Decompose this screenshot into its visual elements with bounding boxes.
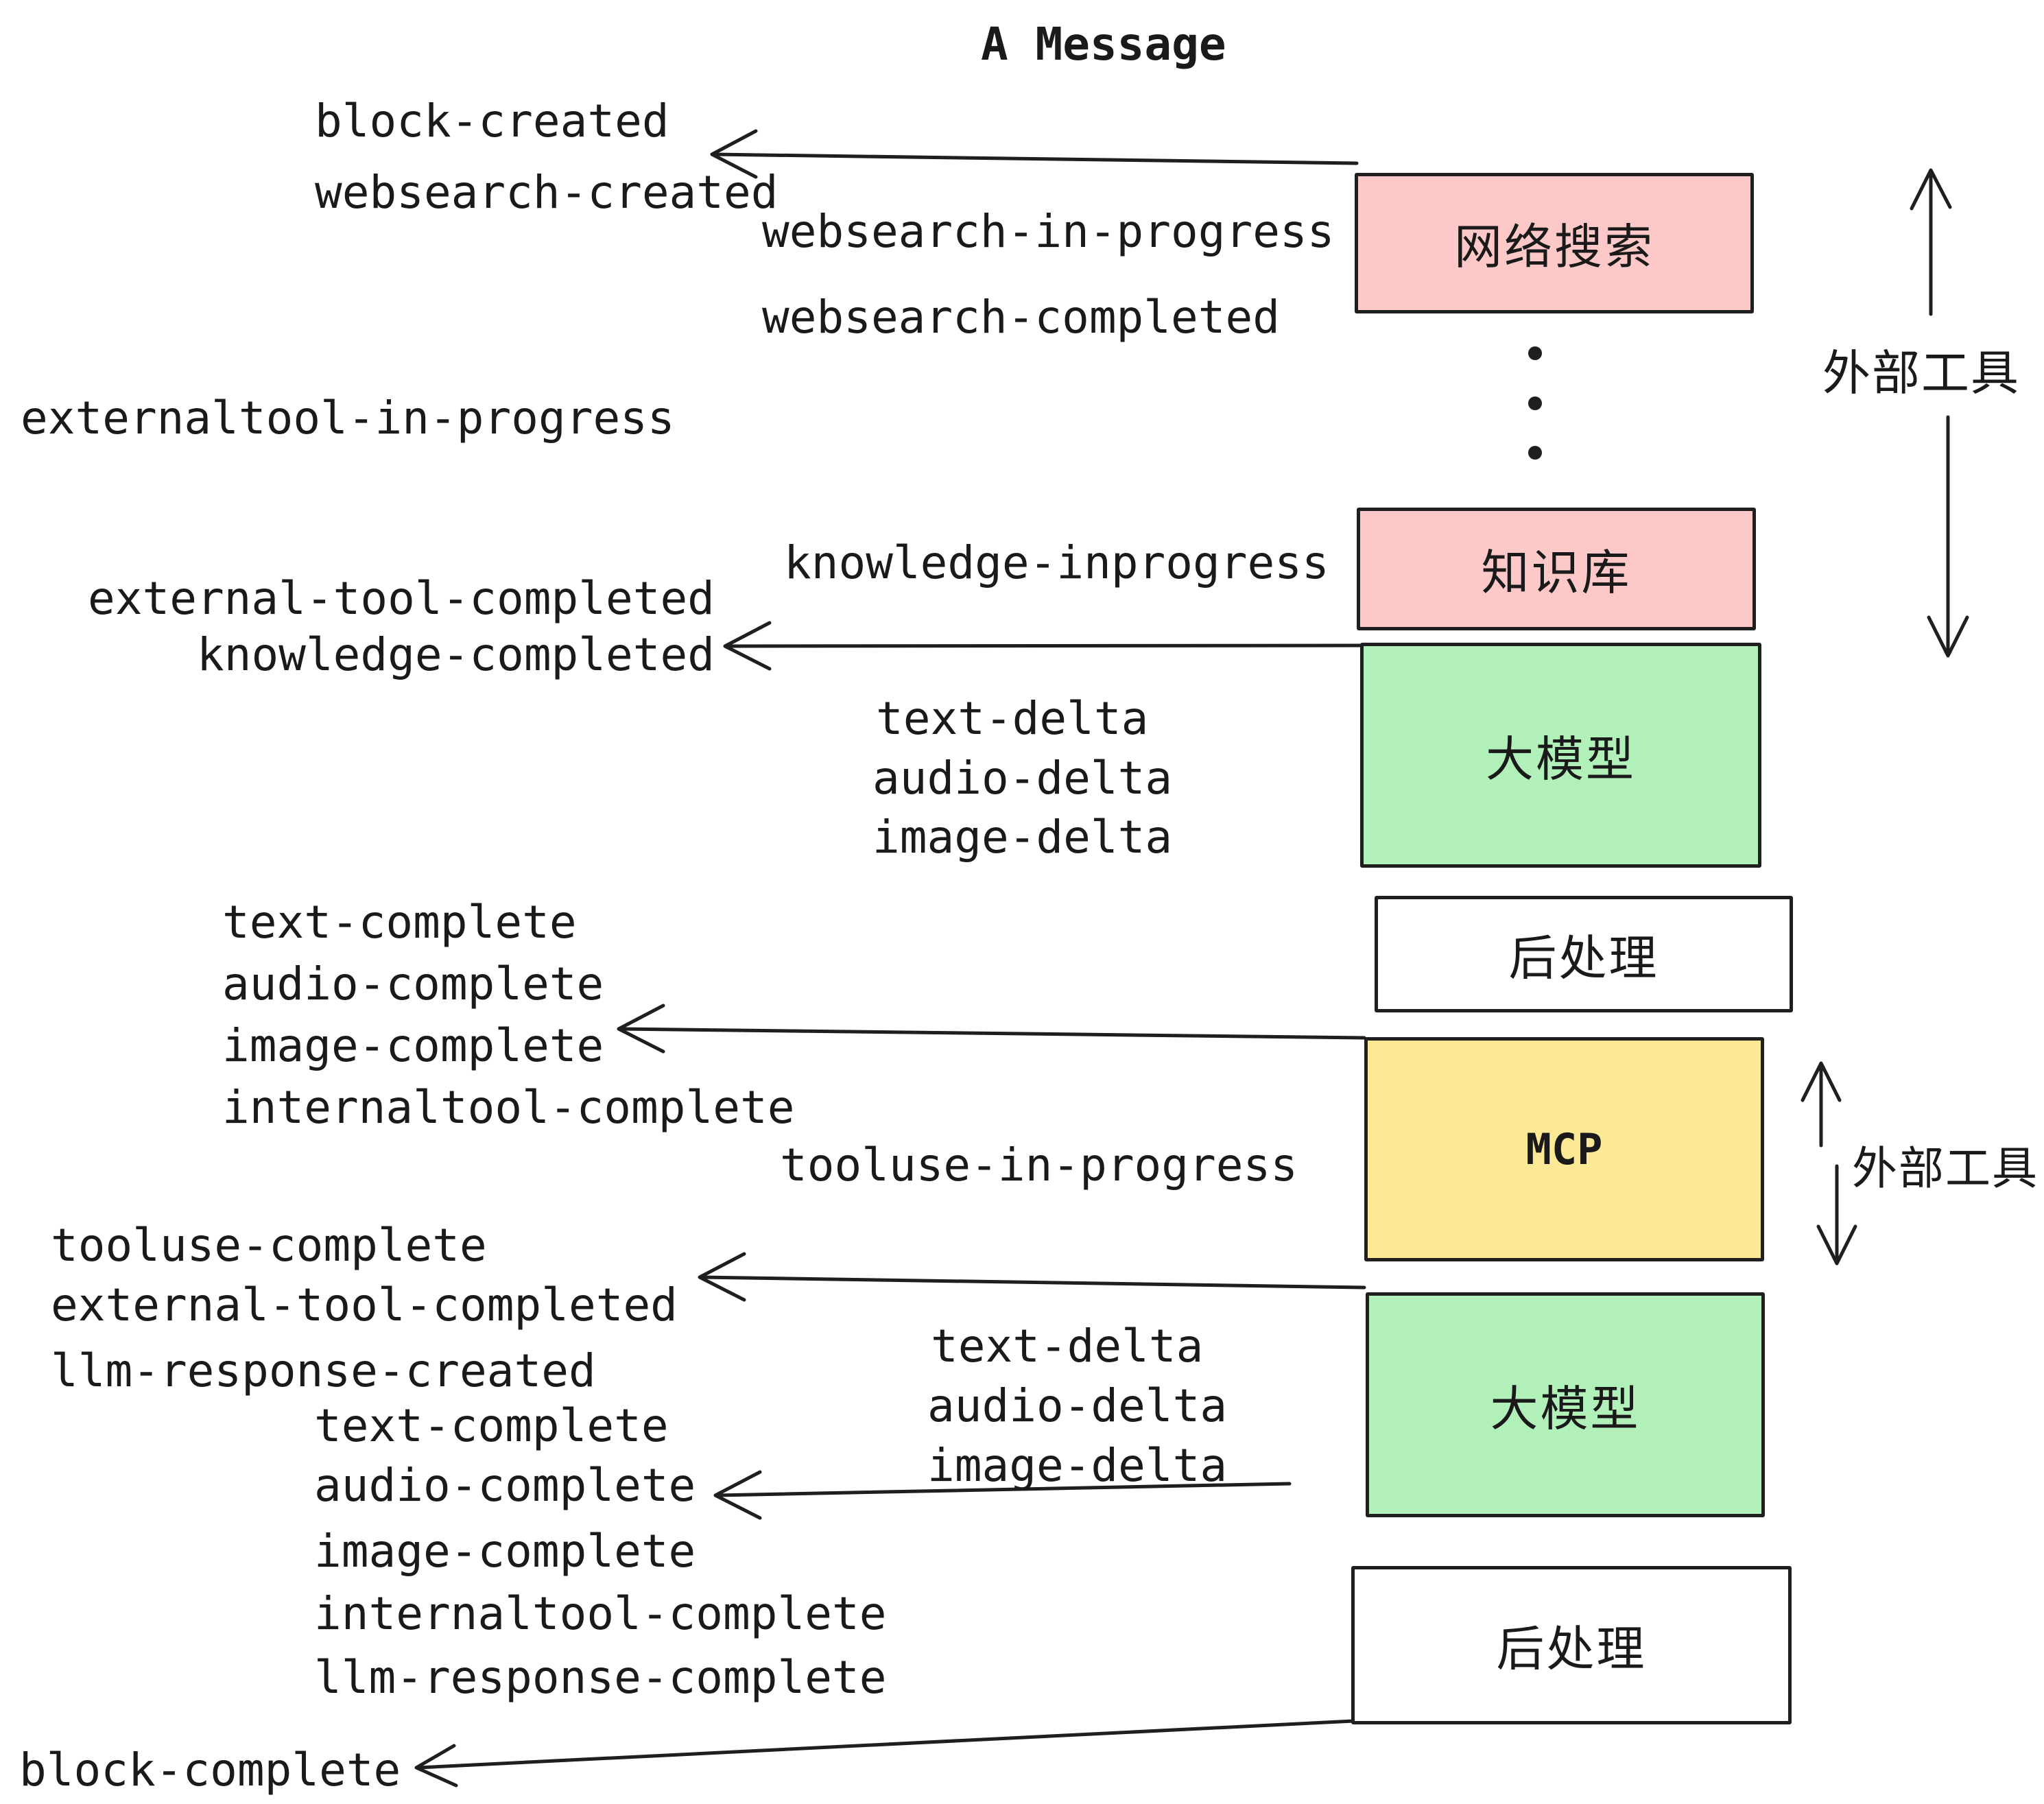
event-internaltool-complete-1: internaltool-complete xyxy=(222,1081,795,1134)
event-tooluse-in-progress: tooluse-in-progress xyxy=(780,1139,1298,1191)
event-tooluse-complete: tooluse-complete xyxy=(51,1219,487,1272)
event-audio-delta-1: audio-delta xyxy=(872,752,1173,805)
event-websearch-created: websearch-created xyxy=(315,166,779,219)
external-tools-mid-up-arrow xyxy=(1801,1061,1842,1148)
event-knowledge-completed: knowledge-completed xyxy=(197,628,715,681)
box-postprocess-1-label: 后处理 xyxy=(1508,929,1659,986)
box-postprocess-2: 后处理 xyxy=(1351,1566,1792,1724)
event-block-complete: block-complete xyxy=(19,1744,401,1796)
box-knowledge-base: 知识库 xyxy=(1357,508,1756,630)
external-tools-mid-down-arrow xyxy=(1816,1164,1857,1266)
box-mcp: MCP xyxy=(1364,1037,1764,1261)
box-postprocess-1: 后处理 xyxy=(1375,896,1793,1012)
box-websearch-label: 网络搜索 xyxy=(1454,219,1654,275)
event-llm-response-complete: llm-response-complete xyxy=(314,1651,887,1704)
box-postprocess-2-label: 后处理 xyxy=(1496,1621,1647,1677)
event-text-delta-2: text-delta xyxy=(931,1320,1204,1373)
box-llm-2-label: 大模型 xyxy=(1490,1380,1641,1437)
event-image-delta-2: image-delta xyxy=(927,1439,1228,1492)
arrow-llm1-to-knowledge-completed xyxy=(723,621,1364,671)
event-externaltool-in-progress: externaltool-in-progress xyxy=(21,392,675,444)
arrow-mcp-to-tooluse-complete xyxy=(698,1252,1366,1302)
event-knowledge-inprogress: knowledge-inprogress xyxy=(784,536,1329,589)
external-tools-label-top: 外部工具 xyxy=(1822,345,2020,401)
box-mcp-label: MCP xyxy=(1525,1124,1603,1174)
event-text-complete-1: text-complete xyxy=(222,896,577,949)
event-audio-complete-2: audio-complete xyxy=(314,1459,696,1512)
event-internaltool-complete-2: internaltool-complete xyxy=(314,1587,887,1640)
event-image-complete-2: image-complete xyxy=(314,1525,696,1578)
external-tools-top-down-arrow xyxy=(1927,415,1969,658)
arrow-post2-to-block-complete xyxy=(414,1719,1355,1788)
event-websearch-in-progress: websearch-in-progress xyxy=(762,205,1335,258)
external-tools-label-middle: 外部工具 xyxy=(1852,1142,2039,1195)
event-external-tool-completed-1: external-tool-completed xyxy=(88,572,715,625)
diagram-title: A Message xyxy=(981,18,1226,71)
box-websearch: 网络搜索 xyxy=(1355,173,1754,313)
box-llm-1: 大模型 xyxy=(1360,643,1761,868)
event-llm-response-created: llm-response-created xyxy=(51,1344,596,1397)
event-external-tool-completed-2: external-tool-completed xyxy=(51,1279,678,1331)
event-audio-complete-1: audio-complete xyxy=(222,958,604,1010)
event-text-delta-1: text-delta xyxy=(876,692,1149,745)
arrow-websearch-to-block-created xyxy=(710,129,1359,179)
event-image-complete-1: image-complete xyxy=(222,1019,604,1072)
box-knowledge-base-label: 知识库 xyxy=(1481,545,1632,601)
box-llm-1-label: 大模型 xyxy=(1486,731,1636,787)
event-websearch-completed: websearch-completed xyxy=(762,291,1280,344)
event-block-created: block-created xyxy=(315,95,669,147)
event-text-complete-2: text-complete xyxy=(314,1399,669,1452)
box-llm-2: 大模型 xyxy=(1366,1292,1765,1517)
event-audio-delta-2: audio-delta xyxy=(927,1379,1228,1432)
external-tools-top-up-arrow xyxy=(1910,168,1952,316)
arrow-mcp-to-image-complete xyxy=(617,1004,1366,1054)
ellipsis-dots xyxy=(1528,346,1542,460)
event-image-delta-1: image-delta xyxy=(872,811,1173,864)
